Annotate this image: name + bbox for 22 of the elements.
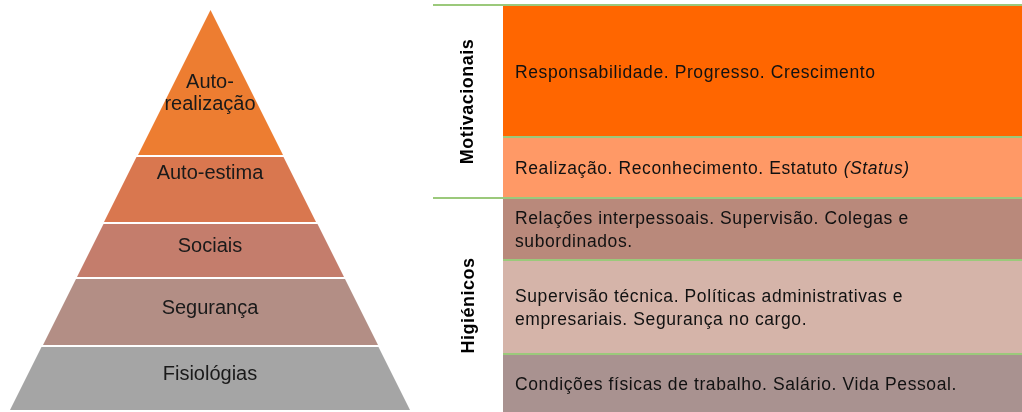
pyramid-level bbox=[76, 224, 344, 277]
pyramid-level bbox=[10, 347, 410, 410]
factor-band bbox=[503, 5, 1022, 137]
group-heading: Higiénicos bbox=[457, 257, 479, 353]
factor-band bbox=[503, 260, 1022, 354]
factor-band bbox=[503, 137, 1022, 198]
pyramid-level bbox=[104, 157, 316, 222]
factor-band bbox=[503, 354, 1022, 412]
group-heading: Motivacionais bbox=[457, 38, 479, 165]
pyramid-level bbox=[137, 10, 283, 155]
factor-text: Supervisão técnica. Políticas administrativas e empresariais. Segurança no cargo. bbox=[515, 285, 905, 331]
factor-band bbox=[503, 198, 1022, 260]
factor-text: Realização. Reconhecimento. Estatuto (Status) bbox=[515, 157, 910, 180]
level-label: Segurança bbox=[160, 296, 260, 318]
level-label: Auto-estima bbox=[155, 161, 265, 183]
level-label: Auto-realização bbox=[163, 70, 257, 114]
factor-text: Condições físicas de trabalho. Salário. Vida Pessoal. bbox=[515, 372, 957, 396]
pyramid-level bbox=[42, 279, 378, 345]
factor-text: Relações interpessoais. Supervisão. Colegas e subordinados. bbox=[515, 207, 910, 253]
level-label: Sociais bbox=[176, 234, 244, 256]
level-label: Fisiológias bbox=[161, 362, 259, 384]
factor-text: Responsabilidade. Progresso. Crescimento bbox=[515, 60, 876, 84]
